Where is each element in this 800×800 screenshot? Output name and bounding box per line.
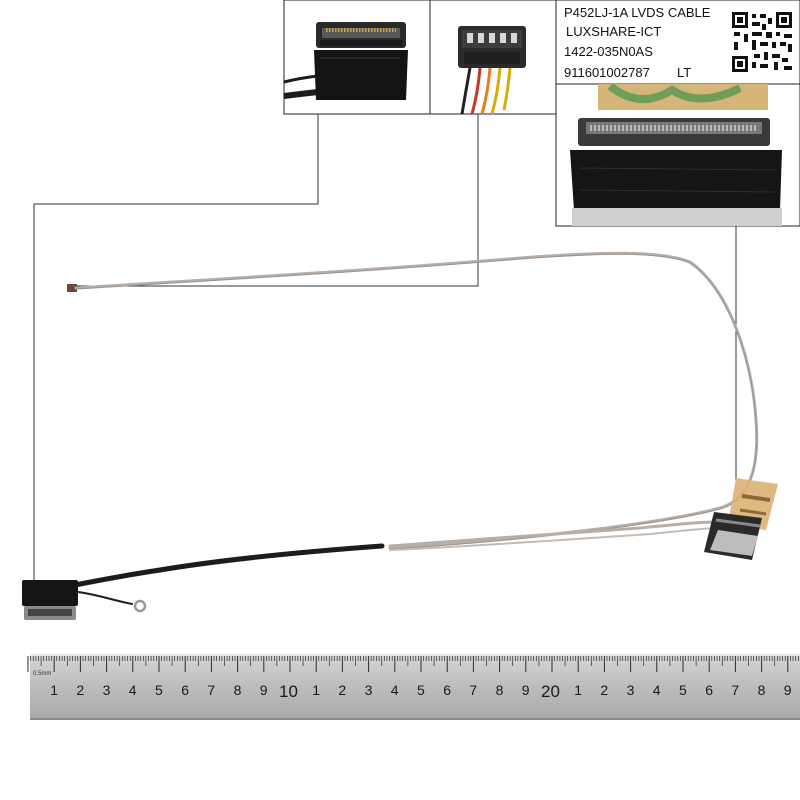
ruler-number: 1 (50, 682, 58, 698)
ruler-number: 9 (522, 682, 530, 698)
label-line-partno: 1422-035N0AS (564, 44, 653, 59)
ruler-number: 6 (443, 682, 451, 698)
ruler-number: 1 (312, 682, 320, 698)
qr-code-icon (732, 12, 792, 72)
left-panel-connector (22, 580, 78, 620)
ruler-number: 5 (155, 682, 163, 698)
ruler-number: 9 (784, 682, 792, 698)
ruler-number: 6 (181, 682, 189, 698)
ruler-number: 5 (417, 682, 425, 698)
ruler-number: 8 (234, 682, 242, 698)
ruler-number: 2 (338, 682, 346, 698)
ruler-number: 7 (469, 682, 477, 698)
ruler-number: 3 (365, 682, 373, 698)
ruler-unit-label: 0.5mm (33, 671, 51, 677)
label-line-maker: LUXSHARE-ICT (566, 24, 661, 39)
label-line-model: P452LJ-1A LVDS CABLE (564, 5, 711, 20)
lvds-cable (67, 251, 759, 613)
ruler-number: 1 (574, 682, 582, 698)
ruler-number: 8 (758, 682, 766, 698)
inset-connector-detail-left (283, 0, 431, 115)
ruler-number: 8 (496, 682, 504, 698)
ruler-number: 4 (653, 682, 661, 698)
ruler-number: 10 (279, 682, 298, 701)
plug-pins (467, 33, 517, 43)
small-end-connector (67, 284, 77, 292)
inset-connector-detail-right (555, 82, 800, 227)
ruler-number: 2 (76, 682, 84, 698)
label-line-suffix: LT (677, 65, 691, 80)
ruler-ticks (27, 656, 799, 672)
right-board-connector (704, 478, 778, 560)
ruler-number: 7 (207, 682, 215, 698)
ruler-number: 7 (731, 682, 739, 698)
measuring-ruler: 12345678910123456789201234567893 0.5mm (27, 654, 800, 720)
ruler-number: 5 (679, 682, 687, 698)
ruler-number: 3 (627, 682, 635, 698)
ruler-numbers: 12345678910123456789201234567893 (50, 682, 792, 701)
label-line-serial: 911601002787 (564, 65, 650, 80)
ruler-number: 2 (600, 682, 608, 698)
callout-lines (33, 114, 737, 584)
ruler-number: 4 (129, 682, 137, 698)
product-label: P452LJ-1A LVDS CABLE LUXSHARE-ICT 1422-0… (555, 0, 800, 85)
ruler-number: 3 (103, 682, 111, 698)
inset-plug-detail-middle (429, 0, 557, 115)
ruler-number: 6 (705, 682, 713, 698)
ruler-number: 4 (391, 682, 399, 698)
ruler-number: 20 (541, 682, 560, 701)
ground-ring-terminal (133, 599, 147, 613)
ruler-number: 9 (260, 682, 268, 698)
